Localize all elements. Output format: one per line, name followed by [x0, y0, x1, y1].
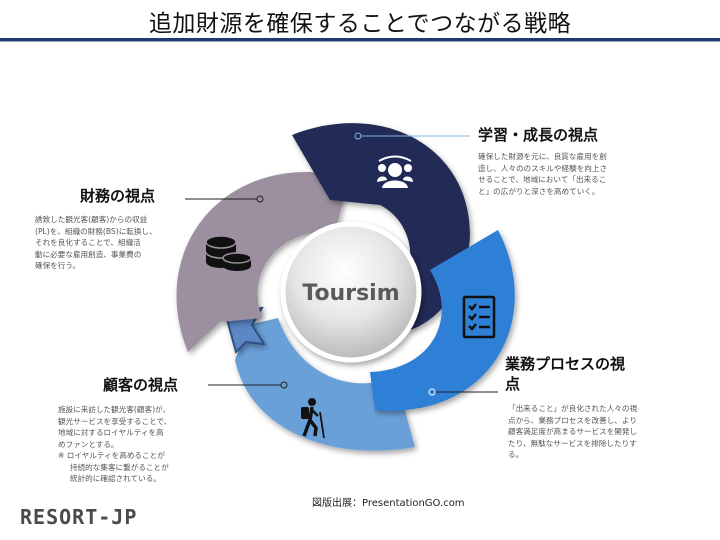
- people-network-icon: [377, 155, 413, 188]
- customer-note: ※ ロイヤルティを高めることが 持続的な集客に繋がることが 統計的に確認されてい…: [58, 451, 169, 484]
- source-credit: 図版出展：PresentationGO.com: [312, 498, 465, 509]
- process-description: 「出来ること」が良化された人々の視 点から、業務プロセスを改善し、より 顧客満足…: [508, 404, 638, 460]
- learning-segment: [292, 123, 470, 331]
- coins-icon: [205, 235, 252, 271]
- process-heading: 業務プロセスの視 点: [505, 355, 626, 393]
- page-title: 追加財源を確保することでつながる戦略: [148, 11, 572, 37]
- finance-description: 誘致した観光客(顧客)からの収益 (PL)を、組織の財務(BS)に転換し、 それ…: [35, 215, 157, 271]
- customer-segment: [235, 318, 415, 451]
- title-divider: [0, 38, 720, 41]
- checklist-icon: [462, 295, 496, 339]
- process-segment: [370, 230, 515, 411]
- customer-description: 施設に来訪した観光客(顧客)が、 観光サービスを享受することで、 地域に対するロ…: [58, 405, 172, 449]
- company-logo: RESORT-JP: [20, 505, 138, 529]
- center-circle: [280, 221, 422, 363]
- title-divider-thin: [0, 41, 720, 42]
- learning-description: 確保した財源を元に、良質な雇用を創 造し、人々ののスキルや経験を向上さ せること…: [478, 152, 608, 196]
- center-label: Toursim: [302, 281, 399, 306]
- hiker-icon: [301, 398, 325, 439]
- finance-segment: [176, 171, 350, 352]
- finance-heading: 財務の視点: [80, 187, 156, 205]
- customer-heading: 顧客の視点: [103, 376, 179, 394]
- learning-heading: 学習・成長の視点: [478, 126, 599, 144]
